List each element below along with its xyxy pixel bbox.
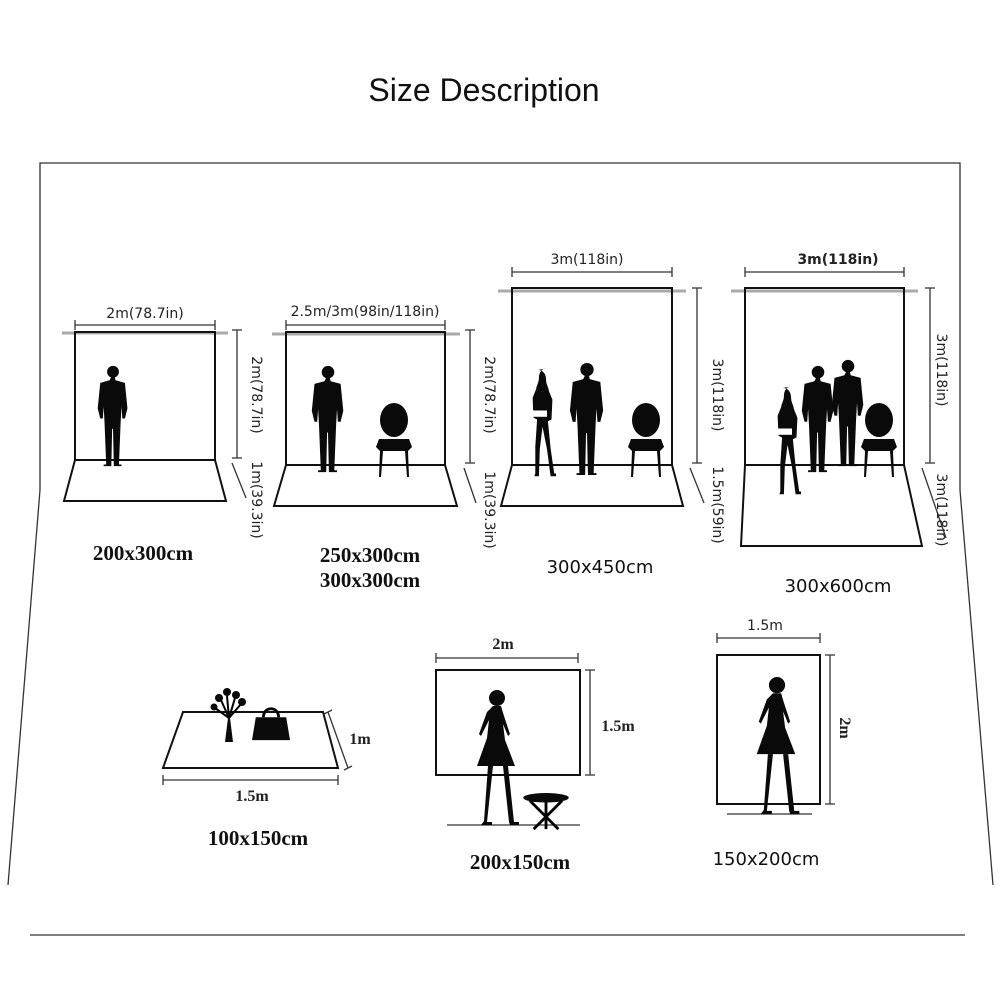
floor-label: 3m(118in): [933, 474, 949, 547]
height-label: 1.5m: [601, 718, 635, 735]
backdrop-250-300x300: 2.5m/3m(98in/118in) 2m(78.7in) 1m(39.3in…: [272, 304, 497, 592]
width-label: 3m(118in): [551, 252, 624, 268]
backdrop-300x450: 3m(118in) 3m(118in) 1.5m(59in) 300x450cm: [498, 252, 725, 578]
height-label: 3m(118in): [709, 359, 725, 432]
woman-silhouette-icon: [477, 690, 519, 825]
backdrop-100x150: 1m 1.5m 100x150cm: [161, 686, 371, 850]
page-title: Size Description: [368, 72, 599, 108]
width-label: 2.5m/3m(98in/118in): [291, 304, 440, 320]
height-label: 2m(78.7in): [481, 356, 497, 433]
backdrop-150x200: 1.5m 2m 150x200cm: [713, 618, 853, 870]
size-caption: 300x300cm: [320, 568, 421, 592]
height-label: 1m: [349, 731, 371, 748]
height-label: 2m(78.7in): [248, 356, 264, 433]
man-silhouette-icon: [311, 365, 344, 473]
flower-vase-icon: [209, 686, 248, 742]
floor-label: 1.5m(59in): [709, 466, 725, 543]
width-label: 1.5m: [235, 788, 269, 805]
handbag-icon: [252, 707, 290, 741]
height-label: 3m(118in): [933, 334, 949, 407]
size-caption: 300x450cm: [547, 557, 654, 578]
man-silhouette-icon: [831, 359, 864, 467]
backdrop-300x600: 3m(118in) 3m(118in) 3m(118in) 300x600cm: [731, 252, 949, 597]
man-silhouette-icon: [97, 365, 128, 467]
size-caption: 300x600cm: [785, 576, 892, 597]
size-caption: 200x300cm: [93, 541, 194, 565]
floor-label: 1m(39.3in): [248, 461, 264, 538]
woman-silhouette-icon: [530, 368, 556, 477]
man-silhouette-icon: [801, 365, 834, 473]
width-label: 3m(118in): [797, 252, 878, 268]
width-label: 1.5m: [747, 618, 783, 634]
backdrop-200x150: 2m 1.5m 200x150cm: [435, 636, 635, 874]
floor-label: 1m(39.3in): [481, 471, 497, 548]
height-label: 2m: [836, 717, 853, 739]
backdrop-200x300: 2m(78.7in) 2m(78.7in) 1m(39.3in) 200x300…: [62, 306, 264, 565]
size-caption: 200x150cm: [470, 850, 571, 874]
man-silhouette-icon: [569, 362, 604, 476]
width-label: 2m(78.7in): [106, 306, 183, 322]
width-label: 2m: [492, 636, 514, 653]
size-caption: 250x300cm: [320, 543, 421, 567]
stool-icon: [522, 793, 570, 831]
size-caption: 150x200cm: [713, 849, 820, 870]
woman-silhouette-icon: [775, 386, 801, 495]
outer-frame: [7, 162, 994, 936]
size-caption: 100x150cm: [208, 826, 309, 850]
woman-silhouette-icon: [756, 677, 800, 814]
